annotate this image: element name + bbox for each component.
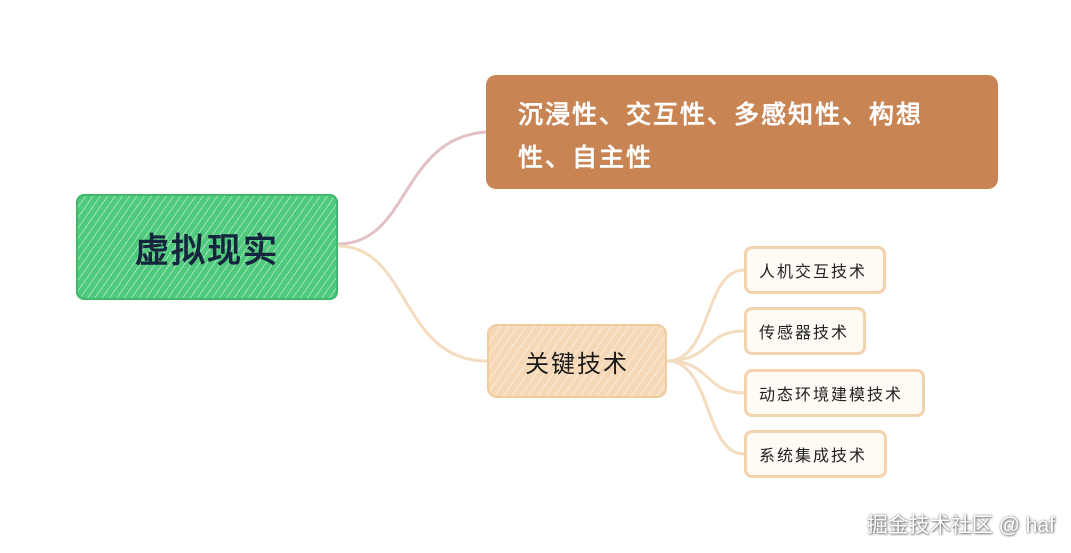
root-node-label: 虚拟现实 bbox=[135, 230, 279, 271]
leaf-node-label: 系统集成技术 bbox=[759, 446, 868, 465]
key-tech-node[interactable]: 关键技术 bbox=[487, 324, 667, 398]
leaf-node-label: 传感器技术 bbox=[759, 323, 850, 342]
characteristics-node-label: 沉浸性、交互性、多感知性、构想性、自主性 bbox=[518, 100, 924, 172]
leaf-node-label: 动态环境建模技术 bbox=[759, 385, 904, 404]
connector-key-tech-to-leaf-2 bbox=[665, 329, 746, 363]
leaf-node-system-integration[interactable]: 系统集成技术 bbox=[744, 430, 887, 478]
connector-root-to-characteristics bbox=[336, 130, 488, 246]
connector-key-tech-to-leaf-1 bbox=[665, 268, 746, 363]
leaf-node-sensor[interactable]: 传感器技术 bbox=[744, 307, 866, 355]
connector-key-tech-to-leaf-4 bbox=[665, 359, 746, 456]
root-node[interactable]: 虚拟现实 bbox=[76, 194, 338, 300]
connector-key-tech-to-leaf-3 bbox=[665, 359, 746, 395]
leaf-node-env-modeling[interactable]: 动态环境建模技术 bbox=[744, 369, 925, 417]
connector-root-to-key-tech bbox=[336, 244, 489, 363]
watermark: 掘金技术社区 @ haf bbox=[866, 514, 1055, 537]
characteristics-node[interactable]: 沉浸性、交互性、多感知性、构想性、自主性 bbox=[486, 75, 998, 189]
key-tech-node-label: 关键技术 bbox=[525, 349, 629, 378]
leaf-node-hci[interactable]: 人机交互技术 bbox=[744, 246, 886, 294]
leaf-node-label: 人机交互技术 bbox=[759, 262, 868, 281]
